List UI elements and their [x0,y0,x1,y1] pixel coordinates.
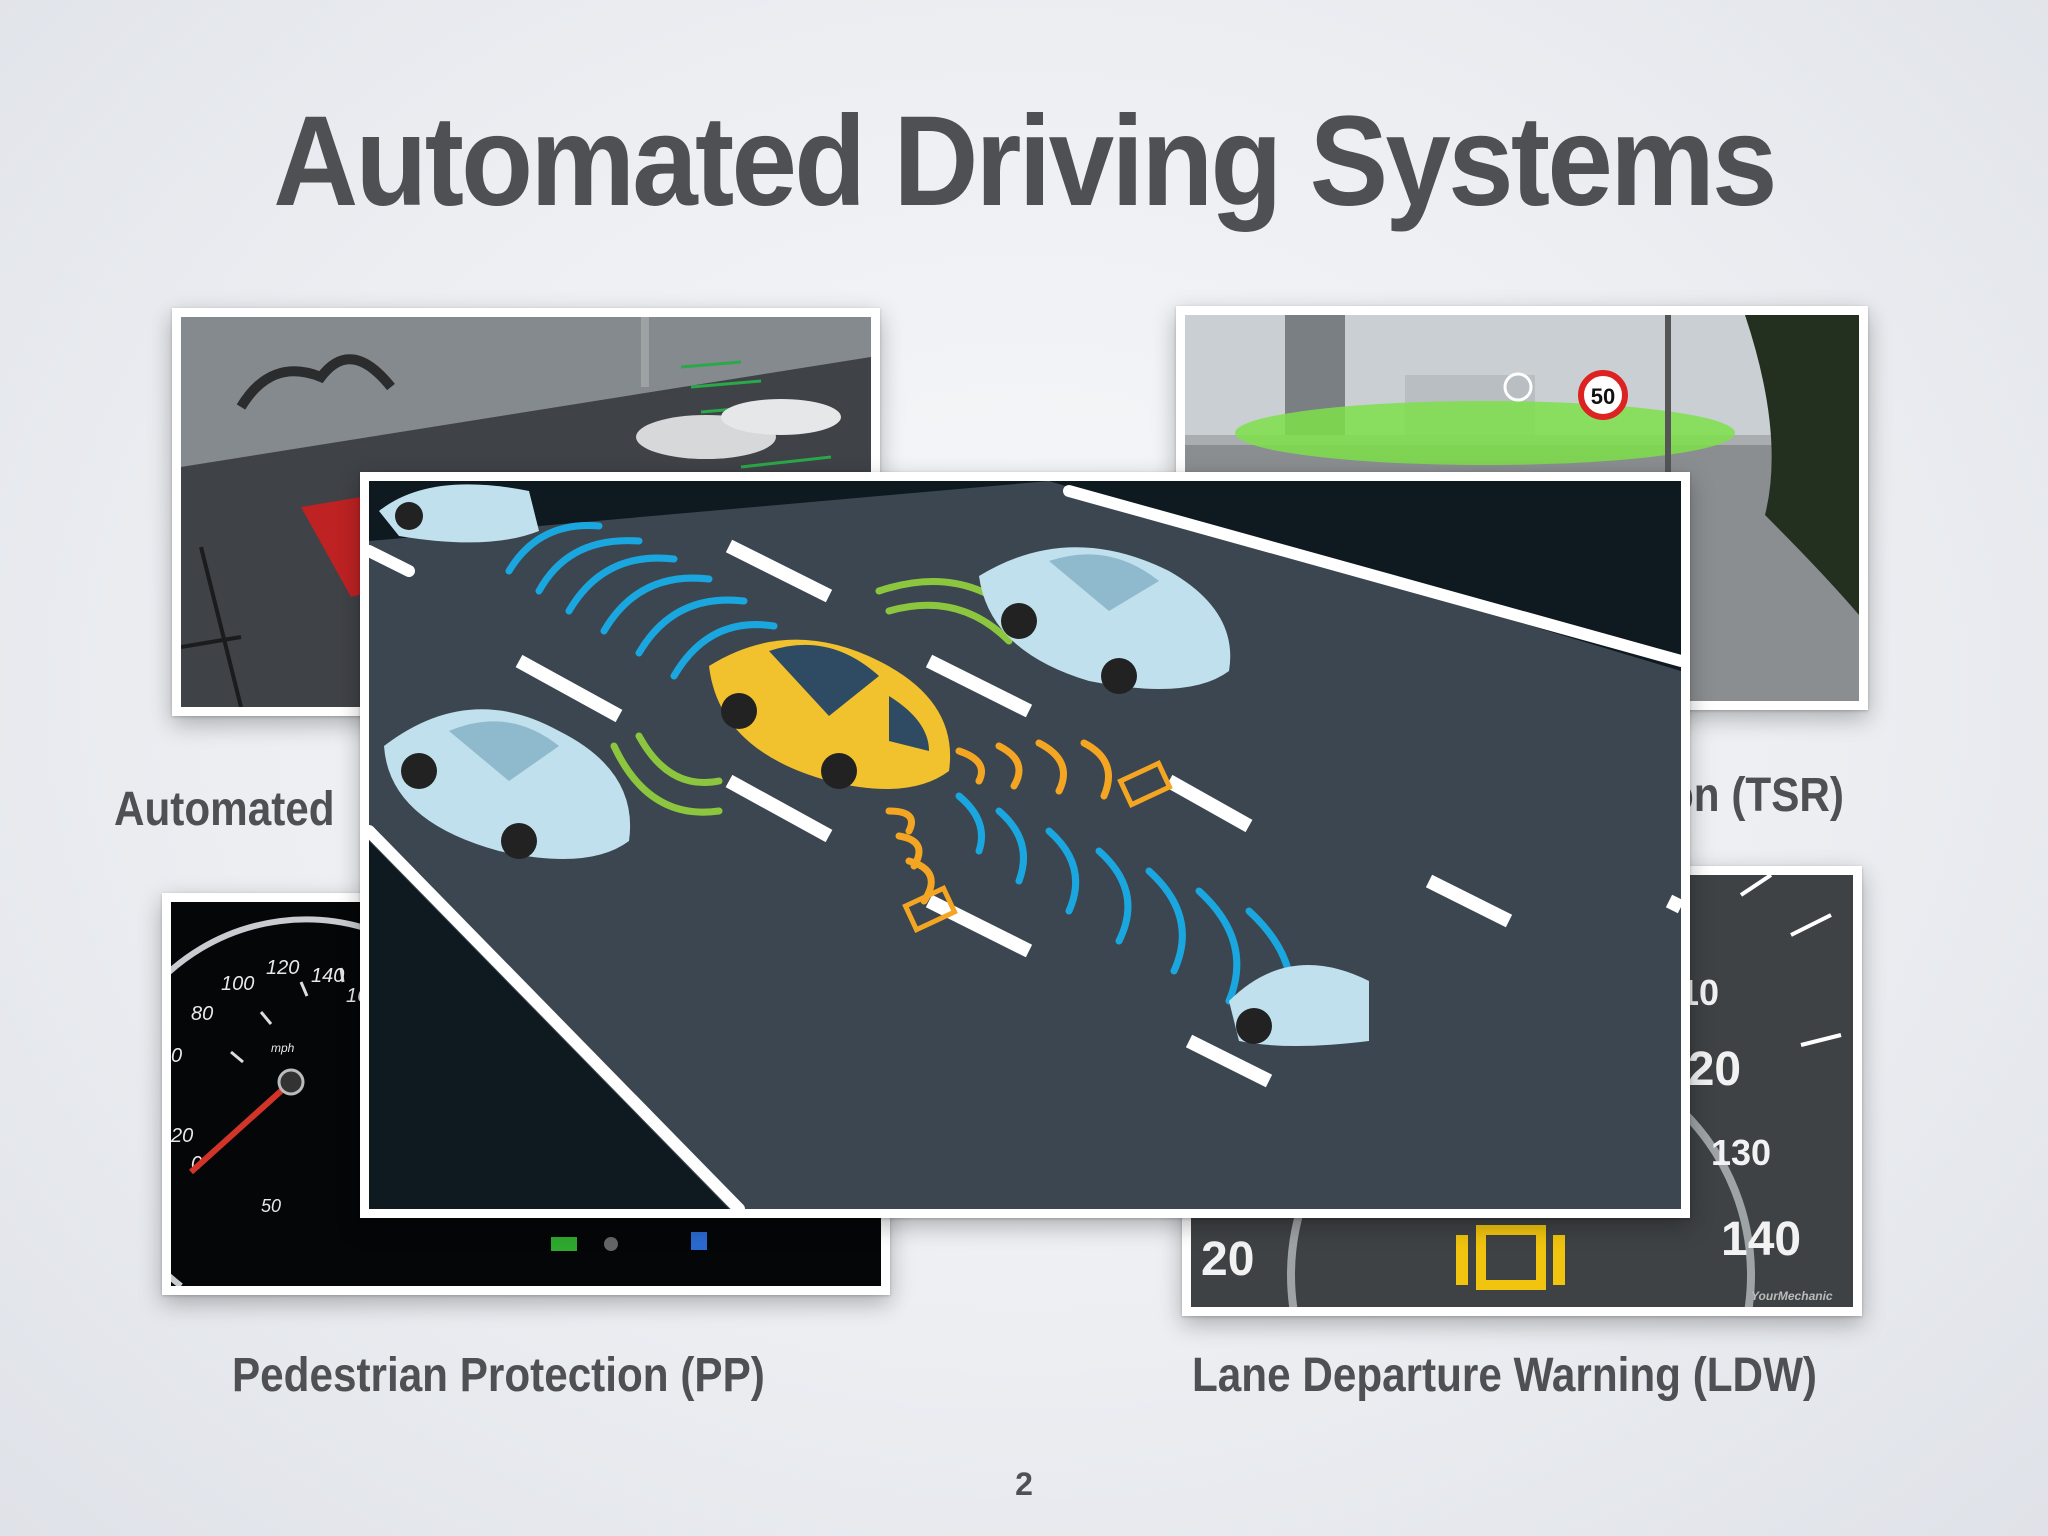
car-left [384,709,631,859]
car-right [979,547,1231,694]
speedo-unit: mph [271,1041,295,1055]
speed-limit-sign: 50 [1578,370,1628,420]
ldw-watermark: YourMechanic [1751,1289,1833,1303]
caption-automated: Automated [114,783,335,836]
speed-limit-value: 50 [1591,384,1615,409]
car-bottom-right [1229,965,1369,1046]
speedo-side-0a: 0 [171,1045,182,1067]
fuel-readout: 50 [261,1196,281,1216]
speedo-side-20: 20 [171,1125,193,1147]
autonomous-vehicle-sensors-image [360,472,1690,1218]
speedo-tick-100: 100 [221,973,254,995]
slide-title: Automated Driving Systems [273,90,1777,233]
page-number: 2 [1015,1466,1033,1502]
caption-lane-departure-warning: Lane Departure Warning (LDW) [1192,1349,1818,1402]
ldw-side-20: 20 [1201,1233,1254,1286]
speedo-tick-120: 120 [266,957,299,979]
lane-warning-icon [1456,1225,1565,1290]
speedo-tick-140: 140 [311,965,344,987]
ldw-tick-140: 140 [1721,1213,1801,1266]
ego-car [709,639,951,789]
speedo-tick-80: 80 [191,1003,213,1025]
ldw-tick-130: 130 [1711,1132,1771,1173]
caption-pedestrian-protection: Pedestrian Protection (PP) [232,1349,765,1402]
caption-tsr: on (TSR) [1668,769,1844,822]
car-top-left [379,484,539,543]
